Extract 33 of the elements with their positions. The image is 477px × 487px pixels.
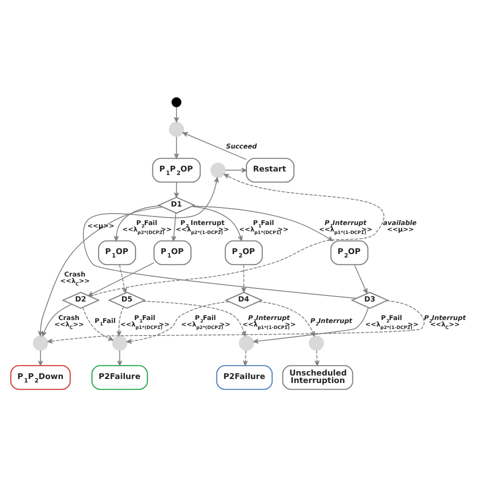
- arrow: [174, 182, 179, 198]
- arrow: [224, 168, 247, 173]
- arrow: [38, 206, 163, 336]
- arrow: [117, 350, 122, 366]
- node-circle: [172, 97, 182, 108]
- arrow: [174, 136, 179, 159]
- arrow: [114, 205, 160, 242]
- arrow: [42, 304, 72, 336]
- node-circle: [210, 162, 226, 178]
- arrow: [191, 206, 243, 242]
- arrow: [253, 307, 369, 344]
- node-circle: [32, 336, 48, 351]
- arrow: [82, 177, 357, 299]
- node-circle: [112, 336, 128, 351]
- arrow: [171, 212, 176, 242]
- arrow: [182, 132, 247, 160]
- node-circle: [238, 336, 254, 351]
- arrow: [126, 301, 230, 344]
- arrow: [47, 300, 425, 344]
- arrow: [258, 301, 315, 337]
- arrow: [116, 306, 124, 336]
- arrow: [119, 264, 127, 294]
- arrow: [90, 174, 384, 297]
- arrow: [82, 307, 114, 341]
- arrow: [142, 300, 246, 336]
- arrow: [314, 350, 320, 366]
- arrow: [38, 350, 43, 366]
- node-circle: [308, 336, 324, 351]
- arrow: [241, 264, 246, 293]
- arrow: [354, 264, 368, 294]
- arrow: [174, 106, 179, 122]
- node-circle: [168, 122, 184, 137]
- arrow: [242, 350, 248, 366]
